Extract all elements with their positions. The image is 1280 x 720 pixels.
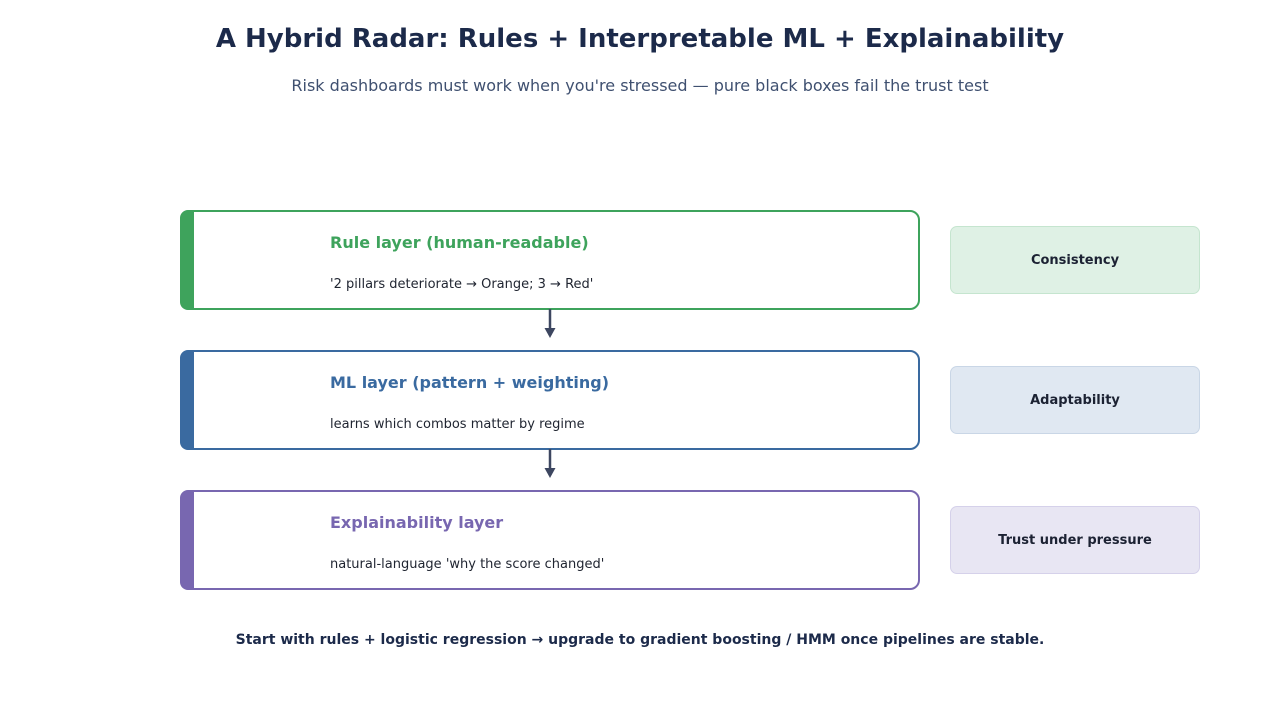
explainability-layer-box: Explainability layer natural-language 'w… (180, 490, 920, 590)
ml-layer-accent-bar (180, 350, 194, 450)
explainability-layer-title: Explainability layer (330, 513, 504, 532)
rule-layer-box: Rule layer (human-readable) '2 pillars d… (180, 210, 920, 310)
ml-layer-box: ML layer (pattern + weighting) learns wh… (180, 350, 920, 450)
explainability-layer-accent-bar (180, 490, 194, 590)
explainability-layer-description: natural-language 'why the score changed' (330, 557, 605, 572)
consistency-badge: Consistency (950, 226, 1200, 294)
ml-layer-title: ML layer (pattern + weighting) (330, 373, 610, 392)
page-title: A Hybrid Radar: Rules + Interpretable ML… (215, 24, 1065, 54)
footer-note: Start with rules + logistic regression →… (235, 632, 1045, 648)
trust-under-pressure-badge: Trust under pressure (950, 506, 1200, 574)
page-subtitle: Risk dashboards must work when you're st… (291, 76, 989, 95)
ml-layer-description: learns which combos matter by regime (330, 417, 585, 432)
down-arrow-icon (544, 449, 556, 478)
rule-layer-accent-bar (180, 210, 194, 310)
adaptability-badge: Adaptability (950, 366, 1200, 434)
rule-layer-description: '2 pillars deteriorate → Orange; 3 → Red… (330, 277, 594, 292)
rule-layer-title: Rule layer (human-readable) (330, 233, 589, 252)
down-arrow-icon (544, 309, 556, 338)
